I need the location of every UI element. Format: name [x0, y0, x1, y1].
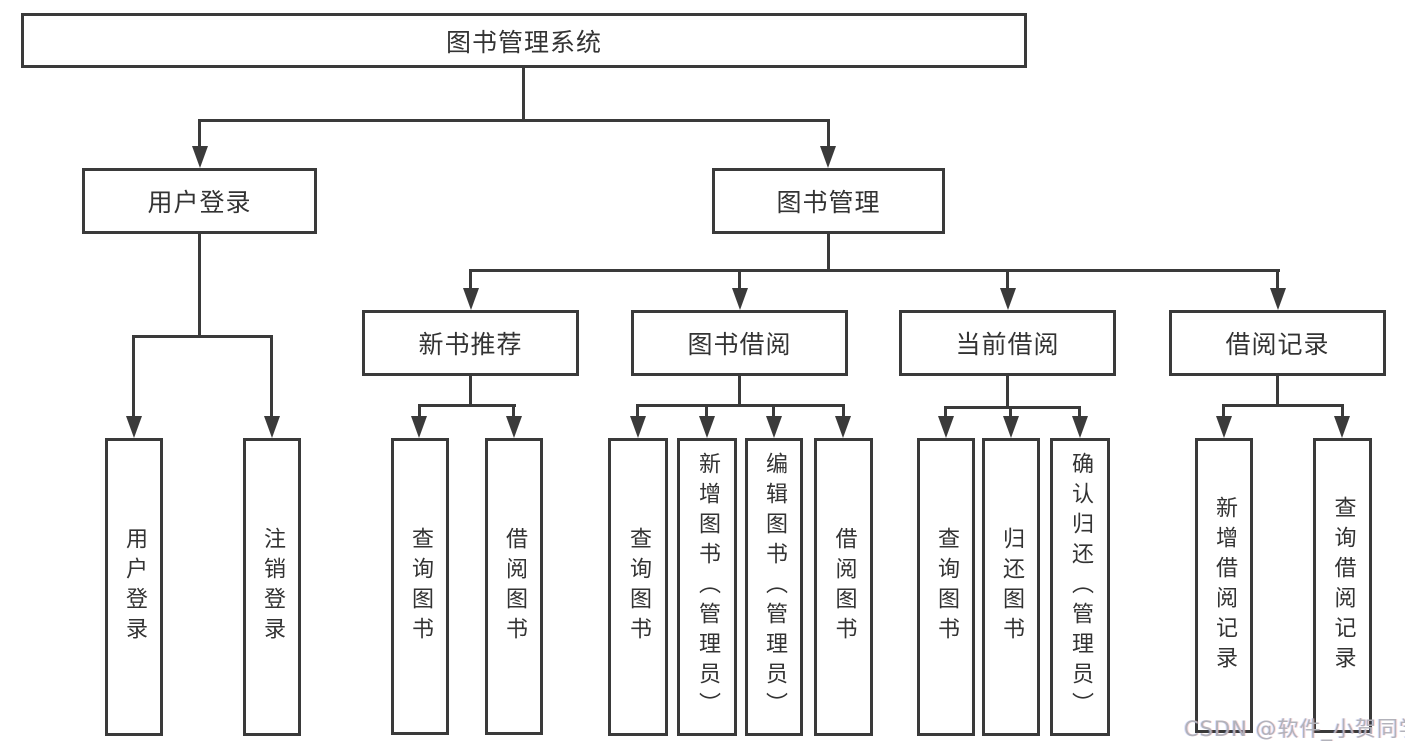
arrowhead-down-icon	[1003, 416, 1019, 438]
node-current-borrow-label: 当前借阅	[955, 330, 1060, 359]
leaf-logout: 注销登录	[243, 438, 301, 736]
leaf-current-confirm-label: 确认归还（管理员）	[1068, 452, 1093, 722]
leaf-borrow-edit-label: 编辑图书（管理员）	[762, 452, 787, 722]
connector-root-stem	[522, 68, 525, 121]
leaf-newbooks-borrow-label: 借阅图书	[502, 526, 527, 647]
node-book-mgmt: 图书管理	[712, 168, 945, 234]
leaf-user-login-label: 用户登录	[122, 527, 147, 647]
connector-borrow-records-stem	[1276, 376, 1279, 406]
arrowhead-down-icon	[820, 146, 836, 168]
arrowhead-down-icon	[126, 416, 142, 438]
leaf-borrow-query: 查询图书	[608, 438, 668, 736]
leaf-current-return-label: 归还图书	[999, 527, 1024, 647]
connector-leaf-drop	[418, 404, 421, 416]
arrowhead-down-icon	[766, 416, 782, 438]
arrowhead-down-icon	[463, 288, 479, 310]
arrowhead-down-icon	[835, 416, 851, 438]
connector-leaf-drop	[512, 404, 515, 416]
connector-book-borrow-rail	[636, 404, 845, 407]
arrowhead-down-icon	[699, 416, 715, 438]
connector-level2-rail	[198, 119, 830, 122]
connector-leaf-drop	[270, 335, 273, 416]
arrowhead-down-icon	[1270, 288, 1286, 310]
connector-user-login-drop	[198, 119, 201, 146]
connector-leaf-drop	[944, 406, 947, 416]
node-root-label: 图书管理系统	[445, 27, 602, 57]
leaf-logout-label: 注销登录	[260, 527, 285, 647]
arrowhead-down-icon	[1072, 416, 1088, 438]
node-user-login-label: 用户登录	[147, 188, 252, 217]
node-book-mgmt-label: 图书管理	[776, 188, 881, 217]
connector-book-borrow-drop	[738, 269, 741, 288]
connector-leaf-drop	[705, 404, 708, 416]
leaf-records-query: 查询借阅记录	[1313, 438, 1372, 733]
node-borrow-records-label: 借阅记录	[1225, 330, 1330, 359]
connector-current-borrow-stem	[1006, 376, 1009, 408]
arrowhead-down-icon	[1000, 288, 1016, 310]
node-new-books: 新书推荐	[362, 310, 579, 376]
leaf-newbooks-query-label: 查询图书	[408, 526, 433, 647]
leaf-records-add: 新增借阅记录	[1195, 438, 1253, 733]
node-new-books-label: 新书推荐	[418, 330, 523, 359]
leaf-borrow-add-label: 新增图书（管理员）	[695, 452, 720, 722]
leaf-borrow-edit: 编辑图书（管理员）	[745, 438, 803, 736]
arrowhead-down-icon	[630, 416, 646, 438]
connector-book-mgmt-drop	[827, 119, 830, 146]
node-current-borrow: 当前借阅	[899, 310, 1116, 376]
connector-book-borrow-stem	[738, 376, 741, 406]
leaf-current-query-label: 查询图书	[934, 527, 959, 647]
connector-current-borrow-rail	[944, 406, 1081, 409]
connector-leaf-drop	[1341, 404, 1344, 416]
connector-leaf-drop	[1009, 406, 1012, 416]
leaf-user-login: 用户登录	[105, 438, 163, 736]
arrowhead-down-icon	[506, 416, 522, 438]
arrowhead-down-icon	[264, 416, 280, 438]
leaf-current-confirm: 确认归还（管理员）	[1050, 438, 1110, 736]
connector-book-mgmt-stem	[827, 234, 830, 272]
leaf-borrow-borrow: 借阅图书	[814, 438, 873, 736]
watermark: CSDN @软件_小贺同学	[1184, 717, 1405, 741]
leaf-borrow-borrow-label: 借阅图书	[831, 527, 857, 647]
arrowhead-down-icon	[732, 288, 748, 310]
node-user-login: 用户登录	[82, 168, 317, 234]
leaf-current-return: 归还图书	[982, 438, 1040, 736]
connector-new-books-stem	[469, 376, 472, 406]
leaf-records-add-label: 新增借阅记录	[1212, 495, 1237, 676]
connector-leaf-drop	[132, 335, 135, 416]
connector-user-login-stem	[198, 234, 201, 337]
connector-leaf-drop	[636, 404, 639, 416]
connector-current-borrow-drop	[1006, 269, 1009, 288]
node-borrow-records: 借阅记录	[1169, 310, 1386, 376]
connector-borrow-records-rail	[1222, 404, 1344, 407]
connector-user-login-rail	[132, 335, 273, 338]
leaf-records-query-label: 查询借阅记录	[1330, 495, 1356, 676]
leaf-newbooks-borrow: 借阅图书	[485, 438, 543, 735]
leaf-borrow-query-label: 查询图书	[626, 527, 651, 647]
connector-borrow-records-drop	[1276, 269, 1279, 288]
leaf-current-query: 查询图书	[917, 438, 975, 736]
arrowhead-down-icon	[1334, 416, 1350, 438]
node-book-borrow: 图书借阅	[631, 310, 848, 376]
leaf-borrow-add: 新增图书（管理员）	[677, 438, 737, 736]
arrowhead-down-icon	[938, 416, 954, 438]
arrowhead-down-icon	[411, 416, 427, 438]
arrowhead-down-icon	[1216, 416, 1232, 438]
leaf-newbooks-query: 查询图书	[391, 438, 449, 735]
connector-leaf-drop	[1078, 406, 1081, 416]
connector-new-books-rail	[418, 404, 516, 407]
arrowhead-down-icon	[192, 146, 208, 168]
connector-leaf-drop	[842, 404, 845, 416]
node-book-borrow-label: 图书借阅	[687, 330, 792, 359]
connector-leaf-drop	[1222, 404, 1225, 416]
connector-leaf-drop	[772, 404, 775, 416]
connector-new-books-drop	[469, 269, 472, 288]
connector-level3-rail	[469, 269, 1280, 272]
node-root: 图书管理系统	[21, 13, 1027, 68]
